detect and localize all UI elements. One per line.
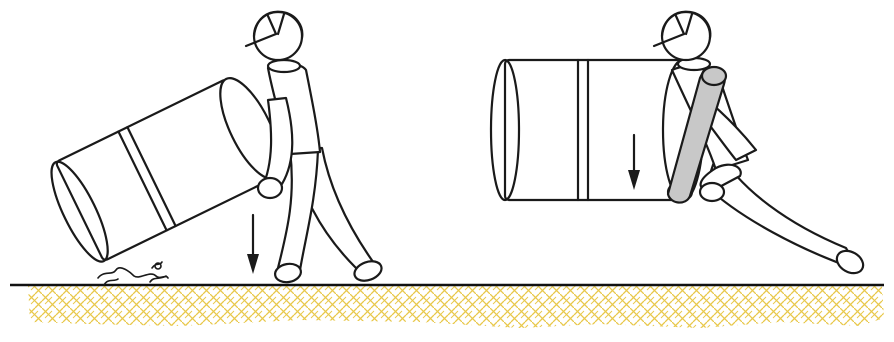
hard-hat-icon xyxy=(246,12,302,60)
drum-icon xyxy=(41,70,292,268)
down-arrow-icon xyxy=(247,215,259,274)
spill-icon xyxy=(98,262,168,285)
ground xyxy=(10,285,884,328)
scene-right xyxy=(491,12,867,278)
scene-left xyxy=(41,12,384,285)
soil-hatching xyxy=(28,285,884,328)
hard-hat-icon xyxy=(654,12,710,60)
